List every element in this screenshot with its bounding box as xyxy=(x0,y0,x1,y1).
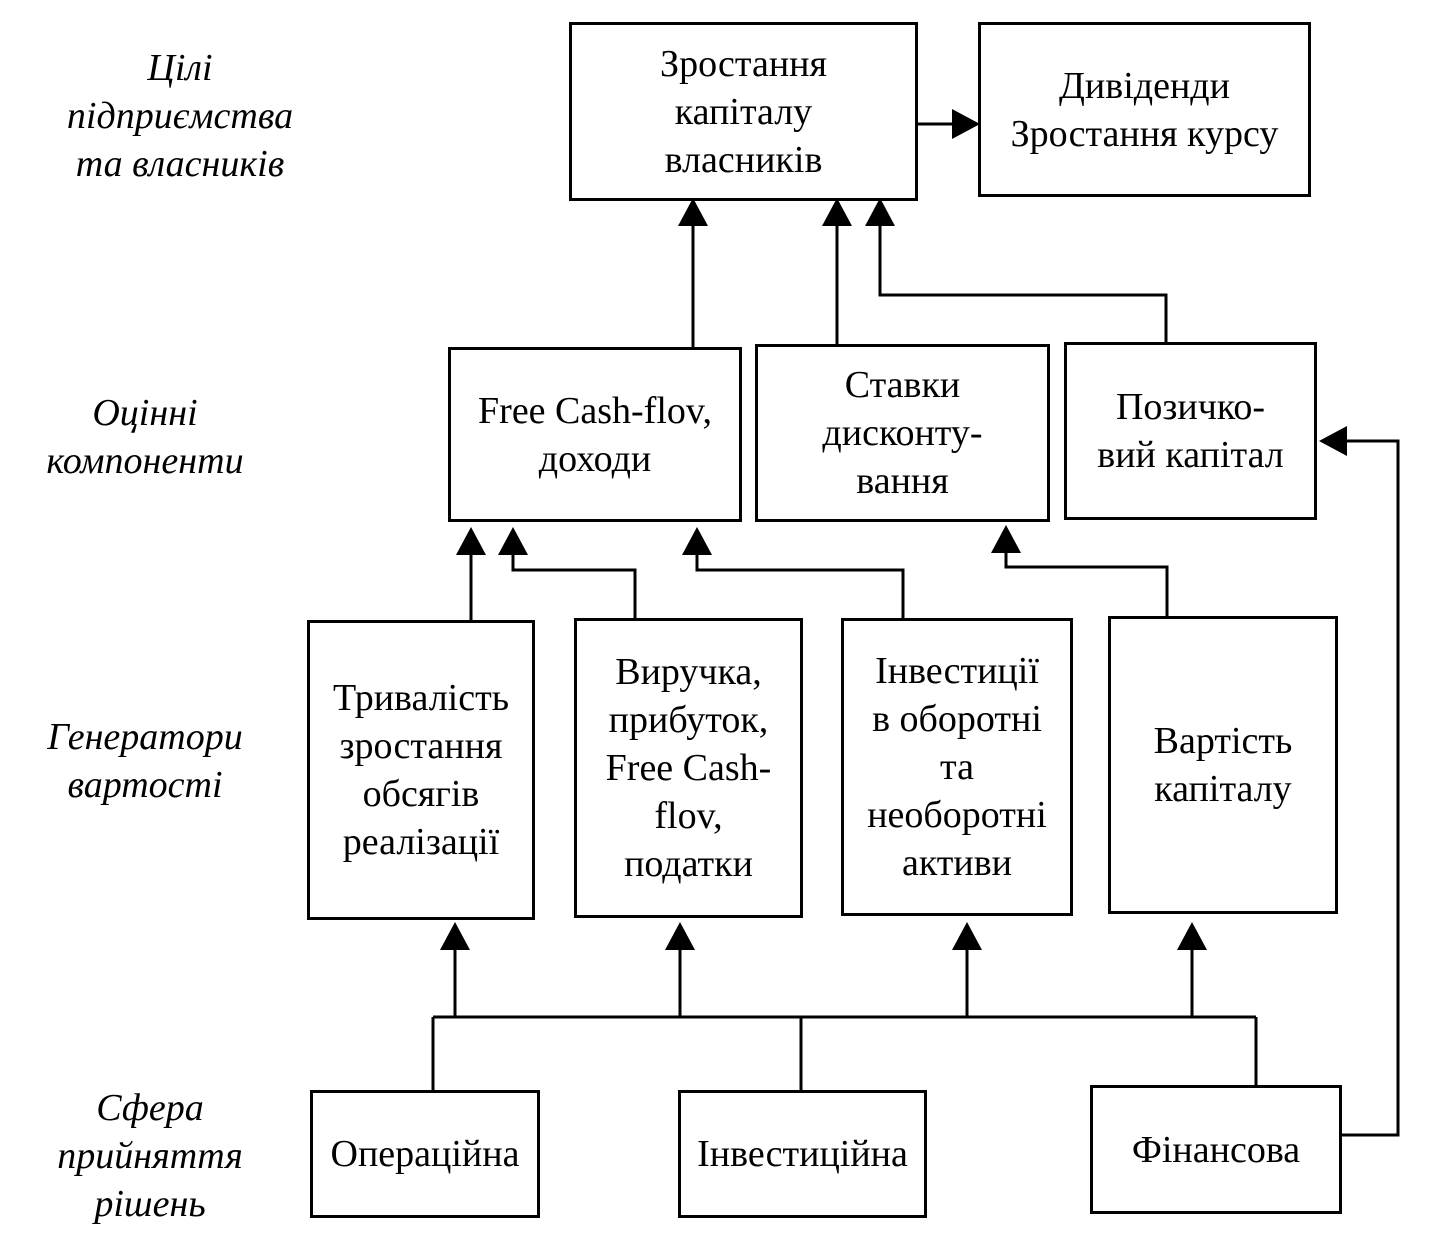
dividends-box: Дивіденди Зростання курсу xyxy=(978,22,1311,197)
level-label-generators: Генератори вартості xyxy=(47,716,243,806)
arrow-financial-to-borrowed xyxy=(1341,439,1400,1137)
arrowhead-bus-duration xyxy=(440,922,470,950)
level-label-sphere: Сфера прийняття рішень xyxy=(57,1087,243,1225)
level-label-evaluation: Оцінні компоненти xyxy=(46,392,244,482)
arrowhead-bus-cost xyxy=(1177,922,1207,950)
cost-of-capital-box: Вартість капіталу xyxy=(1108,616,1338,914)
arrowhead-investments-fcf xyxy=(682,527,712,555)
revenue-profit-box: Виручка, прибуток, Free Cash- flov, пода… xyxy=(574,618,803,918)
arrowhead-rates-capital xyxy=(822,198,852,226)
arrowhead-bus-revenue xyxy=(665,922,695,950)
arrowhead-bus-investments xyxy=(952,922,982,950)
arrowhead-cost-rates xyxy=(991,525,1021,553)
arrow-borrowed-to-capital xyxy=(878,226,1168,344)
free-cash-flow-box: Free Cash-flov, доходи xyxy=(448,347,742,522)
investments-box: Інвестиції в оборотні та необоротні акти… xyxy=(841,618,1073,916)
arrowhead-revenue-fcf xyxy=(498,527,528,555)
arrowhead-financial-borrowed xyxy=(1319,426,1347,456)
discount-rates-box: Ставки дисконту- вання xyxy=(755,344,1050,522)
capital-growth-box: Зростання капіталу власників xyxy=(569,22,918,201)
sales-growth-duration-box: Тривалість зростання обсягів реалізації xyxy=(307,620,535,920)
operational-box: Операційна xyxy=(310,1090,540,1218)
arrowhead-dividends xyxy=(952,109,980,139)
arrow-revenue-to-fcf xyxy=(511,555,637,620)
arrowhead-borrowed-capital xyxy=(865,198,895,226)
financial-box: Фінансова xyxy=(1090,1085,1342,1214)
level-label-goals: Цілі підприємства та власників xyxy=(66,47,294,185)
arrowhead-duration-fcf xyxy=(456,527,486,555)
investment-box: Інвестиційна xyxy=(678,1090,927,1218)
arrow-cost-to-rates xyxy=(1004,553,1169,617)
arrowhead-fcf-capital xyxy=(678,198,708,226)
borrowed-capital-box: Позичко- вий капітал xyxy=(1064,342,1317,520)
arrow-investments-to-fcf xyxy=(695,555,905,620)
